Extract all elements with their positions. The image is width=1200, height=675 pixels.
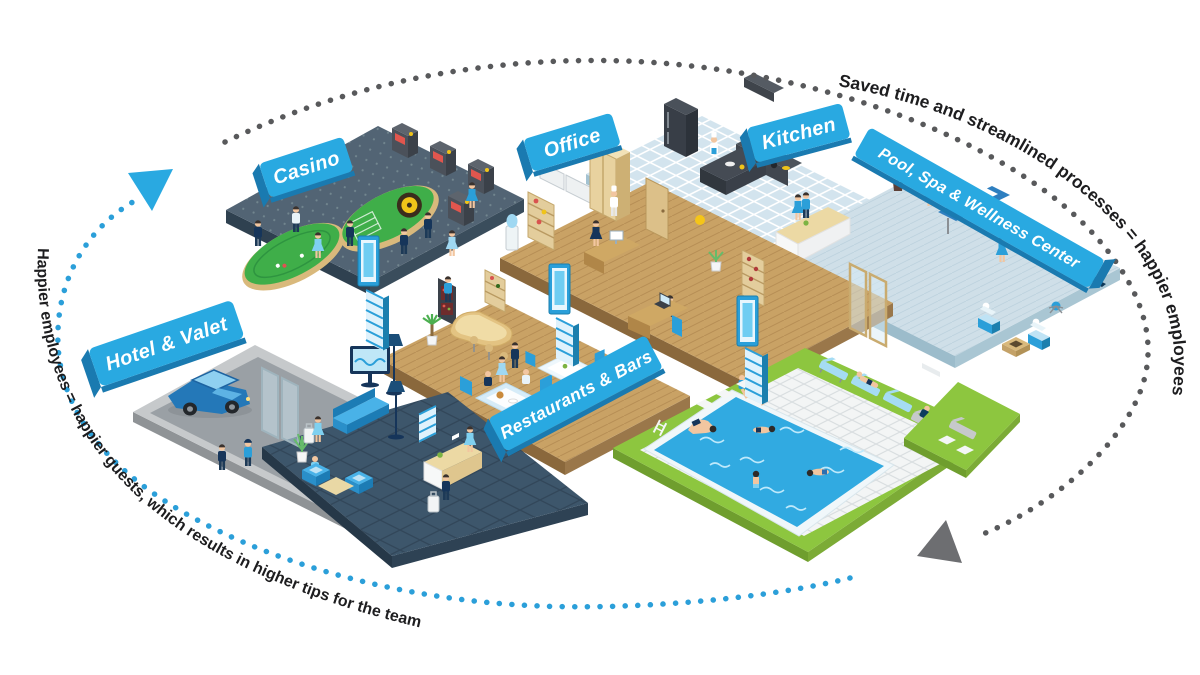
bar-counter: [450, 311, 513, 347]
person: [589, 220, 603, 246]
valet-car: [168, 369, 252, 418]
smiley-clock: [695, 215, 705, 225]
spa-steps: [918, 356, 944, 384]
office-desk: [584, 230, 640, 274]
lobby-stairs: [418, 405, 437, 443]
person: [254, 220, 262, 246]
spa-stool: [1048, 301, 1064, 314]
top-cycle-arc: [222, 57, 1151, 539]
lobby-tv: [350, 346, 390, 388]
lobby-armchair: [302, 456, 330, 486]
cycle-arrow-up-icon: [128, 169, 173, 211]
person: [791, 194, 805, 220]
office-wood-door: [645, 177, 669, 241]
lobby-lamp: [387, 381, 405, 440]
water-cooler: [505, 214, 519, 251]
office-stairs-west: [555, 317, 579, 367]
roulette-table: [339, 185, 439, 252]
restaurant-room: [380, 269, 690, 475]
person: [346, 220, 354, 246]
person: [424, 212, 432, 238]
stairs-and-doors: [357, 177, 944, 443]
foot-bath-chairs: [978, 302, 1050, 357]
spa-glass-door: [848, 261, 888, 349]
office-door-southeast: [736, 295, 759, 347]
lobby-sofa: [333, 388, 389, 434]
hotel-plant: [293, 433, 311, 463]
lobby-rug: [318, 477, 354, 495]
person: [400, 228, 408, 254]
office-stairs-southeast: [744, 347, 768, 405]
person: [463, 426, 477, 452]
water-ripples: [699, 426, 865, 511]
person: [311, 232, 325, 258]
casino-stairs: [365, 289, 389, 351]
kitchen-fridge: [664, 98, 698, 157]
person: [292, 206, 300, 232]
hotel-room: [133, 345, 588, 568]
office-shelf: [527, 191, 555, 251]
pool-area: [613, 348, 985, 562]
person: [610, 185, 618, 216]
slot-machines: [392, 123, 494, 226]
person: [244, 438, 252, 466]
kitchen-chef: [710, 131, 718, 154]
office-door-west: [548, 263, 571, 315]
grass-patch: [904, 382, 1020, 478]
office-plant: [708, 250, 724, 272]
cycle-arrow-down-icon: [917, 520, 962, 563]
person: [218, 444, 226, 470]
person: [465, 182, 479, 208]
office-wine-shelf: [741, 249, 765, 307]
hotel-entrance-glass: [261, 366, 299, 448]
person: [442, 474, 450, 500]
swimmers: [688, 418, 829, 488]
restaurant-palm: [422, 314, 442, 346]
office-desk-2: [628, 292, 688, 339]
person: [444, 276, 452, 302]
casino-door: [357, 235, 380, 287]
person: [802, 192, 810, 218]
person: [311, 416, 325, 442]
person: [445, 230, 459, 256]
person: [511, 342, 519, 368]
luggage: [427, 491, 440, 513]
lobby-armchair-2: [345, 471, 373, 494]
pool-ladder: [652, 419, 668, 437]
office-label: Office: [516, 113, 623, 182]
bar-shelf: [484, 269, 506, 313]
walking-luggage: [303, 423, 315, 444]
person: [495, 356, 509, 382]
bottom-cycle-arc: [55, 195, 853, 610]
